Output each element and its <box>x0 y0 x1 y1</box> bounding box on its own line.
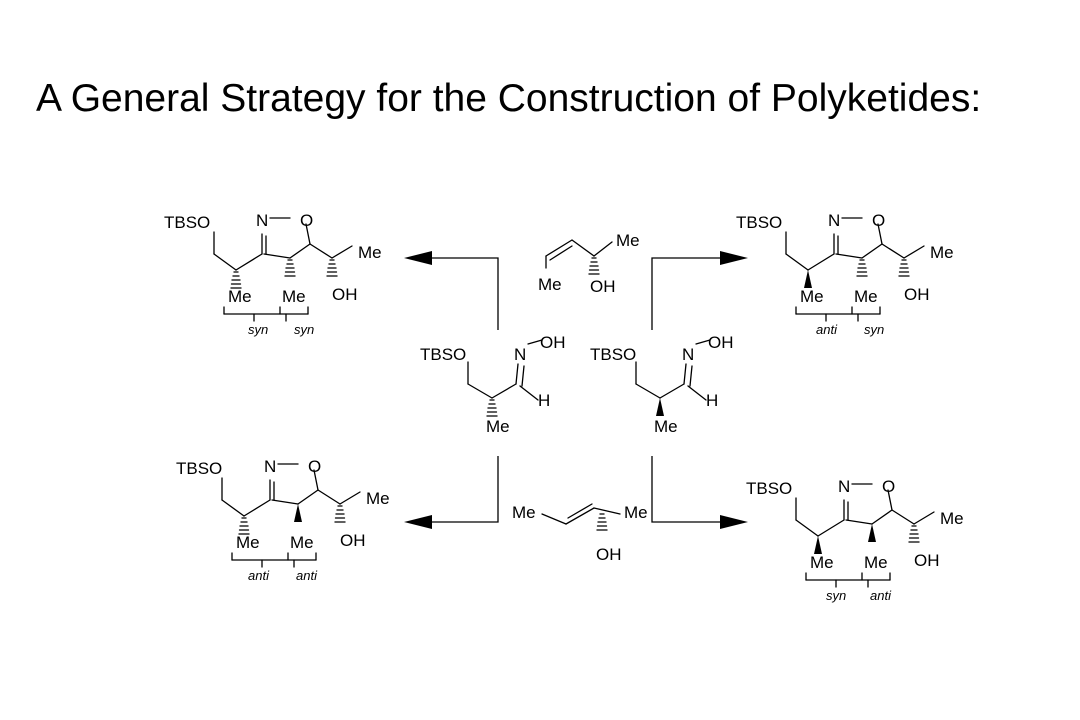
methyl-label: Me <box>486 417 510 436</box>
tbso-label: TBSO <box>420 345 466 364</box>
methyl-label: Me <box>624 503 648 522</box>
slide-title: A General Strategy for the Construction … <box>36 77 982 120</box>
product-top-right: TBSO N O Me Me Me OH anti syn <box>736 211 954 337</box>
product-bottom-right: TBSO N O Me Me Me OH syn anti <box>746 477 964 603</box>
methyl-label: Me <box>282 287 306 306</box>
oxime-left: TBSO N OH H Me <box>420 333 566 436</box>
relation-label: anti <box>248 568 270 583</box>
methyl-label: Me <box>538 275 562 294</box>
tbso-label: TBSO <box>176 459 222 478</box>
methyl-label: Me <box>358 243 382 262</box>
e-alkenol-reagent: Me Me OH <box>512 503 648 564</box>
oxime-n-label: N <box>682 345 694 364</box>
relation-label: syn <box>826 588 846 603</box>
oxime-right: TBSO N OH H Me <box>590 333 734 436</box>
arrow-to-top-left <box>404 251 499 330</box>
tbso-label: TBSO <box>736 213 782 232</box>
oxime-oh-label: OH <box>708 333 734 352</box>
hydroxyl-label: OH <box>340 531 366 550</box>
tbso-label: TBSO <box>746 479 792 498</box>
methyl-label: Me <box>800 287 824 306</box>
aldehyde-h-label: H <box>706 391 718 410</box>
methyl-label: Me <box>236 533 260 552</box>
hydroxyl-label: OH <box>332 285 358 304</box>
methyl-label: Me <box>854 287 878 306</box>
methyl-label: Me <box>616 231 640 250</box>
oxime-oh-label: OH <box>540 333 566 352</box>
methyl-label: Me <box>290 533 314 552</box>
relation-label: anti <box>296 568 318 583</box>
arrow-to-top-right <box>651 251 748 330</box>
relation-label: syn <box>294 322 314 337</box>
methyl-label: Me <box>654 417 678 436</box>
methyl-label: Me <box>864 553 888 572</box>
methyl-label: Me <box>228 287 252 306</box>
methyl-label: Me <box>512 503 536 522</box>
ring-o-label: O <box>882 477 895 496</box>
relation-label: anti <box>816 322 838 337</box>
ring-o-label: O <box>300 211 313 230</box>
methyl-label: Me <box>810 553 834 572</box>
oxime-n-label: N <box>514 345 526 364</box>
methyl-label: Me <box>930 243 954 262</box>
ring-n-label: N <box>828 211 840 230</box>
ring-n-label: N <box>838 477 850 496</box>
hydroxyl-label: OH <box>904 285 930 304</box>
relation-label: syn <box>864 322 884 337</box>
aldehyde-h-label: H <box>538 391 550 410</box>
relation-label: anti <box>870 588 892 603</box>
methyl-label: Me <box>940 509 964 528</box>
ring-n-label: N <box>256 211 268 230</box>
relation-label: syn <box>248 322 268 337</box>
tbso-label: TBSO <box>164 213 210 232</box>
z-alkenol-reagent: Me Me OH <box>538 231 640 296</box>
arrow-to-bottom-left <box>404 456 499 529</box>
ring-n-label: N <box>264 457 276 476</box>
product-top-left: TBSO N O Me Me Me OH syn syn <box>164 211 382 337</box>
hydroxyl-label: OH <box>596 545 622 564</box>
tbso-label: TBSO <box>590 345 636 364</box>
hydroxyl-label: OH <box>590 277 616 296</box>
hydroxyl-label: OH <box>914 551 940 570</box>
methyl-label: Me <box>366 489 390 508</box>
product-bottom-left: TBSO N O Me Me Me OH anti anti <box>176 457 390 583</box>
ring-o-label: O <box>872 211 885 230</box>
ring-o-label: O <box>308 457 321 476</box>
arrow-to-bottom-right <box>651 456 748 529</box>
